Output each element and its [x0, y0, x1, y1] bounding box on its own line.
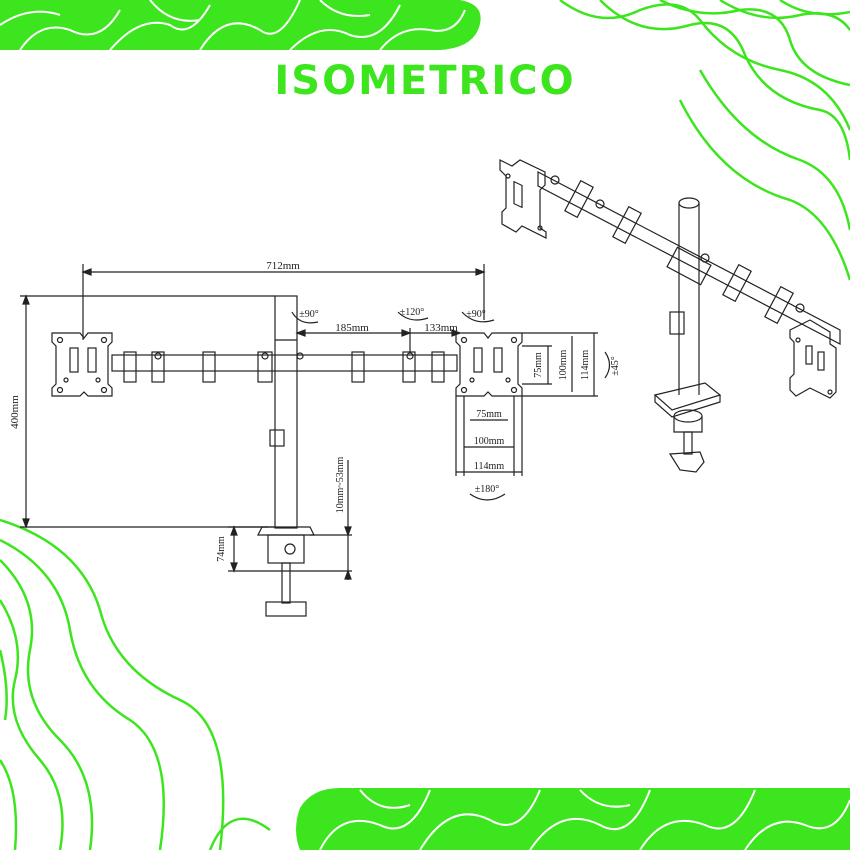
segment-dimensions — [295, 328, 462, 352]
clamp-range-label: 10mm~53mm — [335, 457, 346, 514]
vesa-w2-label: 100mm — [474, 436, 505, 447]
clamp-base — [228, 460, 352, 617]
page-title: ISOMETRICO — [274, 58, 576, 104]
horizontal-arm — [111, 351, 458, 383]
vesa-w1-label: 75mm — [476, 409, 502, 420]
isometric-view — [499, 159, 841, 473]
center-swivel-label: ±120° — [400, 307, 425, 318]
right-vesa-plate — [455, 332, 523, 397]
rotation-arcs — [291, 311, 611, 501]
vesa-h3-label: 114mm — [580, 350, 591, 380]
clamp-depth-label: 74mm — [216, 536, 227, 562]
span-dimension — [81, 264, 486, 340]
vesa-h2-label: 100mm — [558, 350, 569, 381]
tilt-label: ±45° — [610, 356, 621, 376]
left-vesa-plate — [51, 332, 113, 397]
right-swivel-label: ±90° — [466, 309, 486, 320]
height-dimension — [20, 294, 275, 529]
vesa-w3-label: 114mm — [474, 461, 504, 472]
vesa-h1-label: 75mm — [533, 352, 544, 378]
rotate-label: ±180° — [475, 484, 500, 495]
span-label: 712mm — [266, 260, 300, 272]
left-swivel-label: ±90° — [299, 309, 319, 320]
vesa-dimensions — [455, 332, 598, 476]
height-label: 400mm — [9, 395, 21, 429]
arm-segment-label: 185mm — [335, 322, 369, 334]
end-segment-label: 133mm — [424, 322, 458, 334]
vertical-pole — [269, 295, 298, 529]
